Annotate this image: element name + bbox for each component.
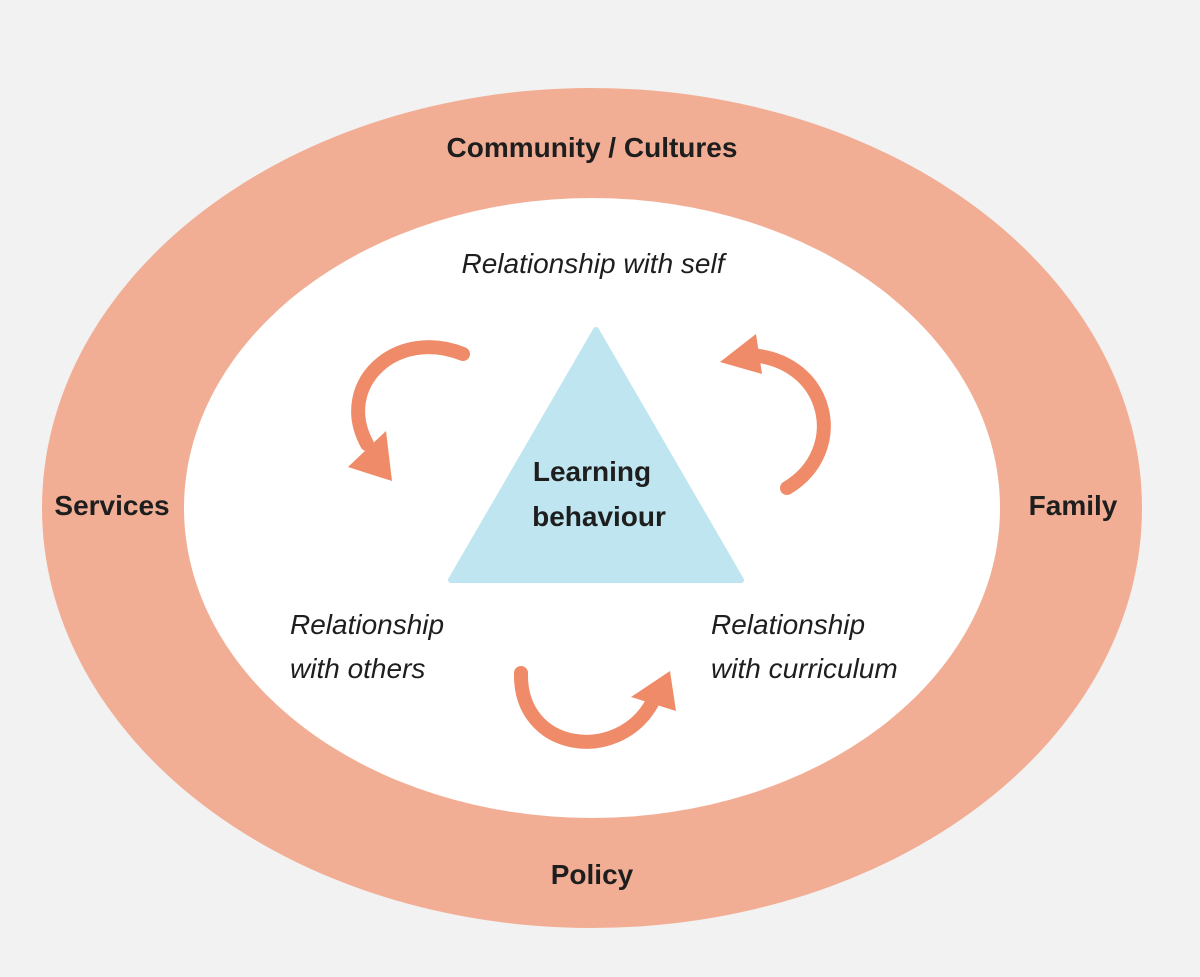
outer-label-left: Services	[54, 490, 169, 521]
outer-label-right: Family	[1029, 490, 1118, 521]
learning-triangle	[448, 327, 744, 583]
center-label-line1: Learning	[533, 456, 651, 487]
relationship-others-line2: with others	[290, 653, 425, 684]
curved-arrow-icon	[720, 334, 831, 495]
curved-arrow-icon	[513, 666, 676, 749]
curved-arrow-icon	[348, 340, 470, 481]
relationship-self-label: Relationship with self	[461, 248, 727, 279]
relationship-curriculum-line1: Relationship	[711, 609, 865, 640]
relationship-curriculum-line2: with curriculum	[711, 653, 898, 684]
outer-label-top: Community / Cultures	[447, 132, 738, 163]
relationship-others-line1: Relationship	[290, 609, 444, 640]
center-label-line2: behaviour	[532, 501, 666, 532]
outer-label-bottom: Policy	[551, 859, 634, 890]
